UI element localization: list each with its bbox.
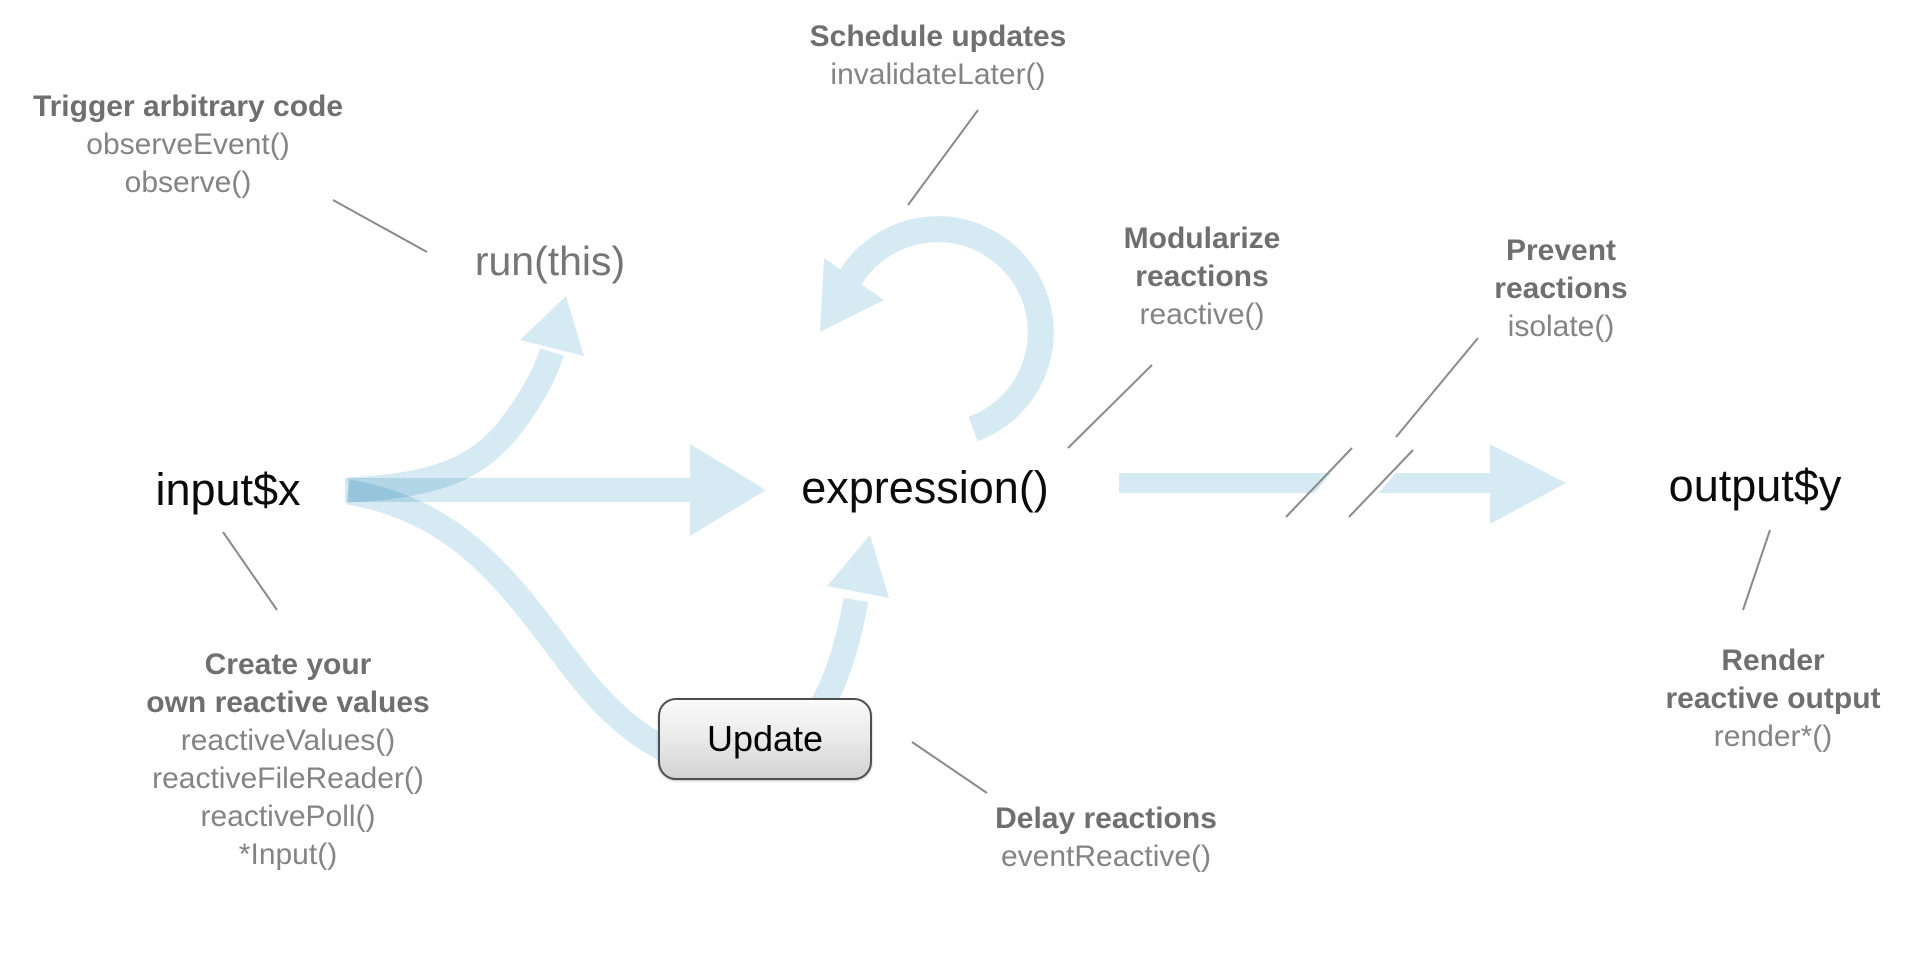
node-run-this: run(this): [474, 238, 626, 284]
annotation-schedule-updates: Schedule updates invalidateLater(): [810, 18, 1067, 94]
annotation-title: Modularize: [1123, 222, 1281, 255]
annotation-delay-reactions: Delay reactions eventReactive(): [995, 800, 1217, 876]
function-name: observeEvent(): [86, 128, 290, 161]
annotation-create-reactive-values: Create your own reactive values reactive…: [146, 646, 429, 874]
leader-output-to-render: [1742, 529, 1771, 611]
annotation-prevent-reactions: Prevent reactions isolate(): [1494, 232, 1627, 346]
leader-invalidatelater-to-loop: [907, 109, 979, 206]
annotation-title: Trigger arbitrary code: [32, 90, 344, 123]
leader-update-to-delay: [911, 741, 988, 794]
loop-arrow: [837, 216, 1054, 442]
arrow-input-to-expression: [345, 444, 766, 536]
break-slash-1: [1285, 447, 1353, 518]
arrow-input-to-runthis: [347, 348, 564, 503]
function-name: reactivePoll(): [200, 800, 376, 833]
node-output: output$y: [1668, 460, 1842, 511]
annotation-title: Delay reactions: [995, 802, 1217, 835]
annotation-title: own reactive values: [146, 686, 430, 719]
leader-input-to-create: [222, 531, 278, 611]
function-name: reactiveFileReader(): [152, 762, 424, 795]
function-name: reactive(): [1139, 298, 1265, 331]
annotation-modularize-reactions: Modularize reactions reactive(): [1124, 220, 1281, 334]
arrowhead-update-to-expression: [827, 535, 889, 598]
annotation-title: Prevent: [1505, 234, 1617, 267]
function-name: invalidateLater(): [830, 58, 1046, 91]
update-button[interactable]: Update: [658, 698, 872, 780]
break-slash-2: [1348, 449, 1414, 518]
leader-observe-to-runthis: [332, 199, 428, 253]
function-name: *Input(): [238, 838, 338, 871]
annotation-title: Create your: [204, 648, 372, 681]
annotation-title: reactions: [1494, 272, 1628, 305]
annotation-title: Schedule updates: [809, 20, 1067, 53]
function-name: isolate(): [1507, 310, 1615, 343]
annotation-title: reactive output: [1665, 682, 1881, 715]
update-button-label: Update: [706, 718, 824, 759]
function-name: reactiveValues(): [180, 724, 396, 757]
leader-isolate-to-break: [1395, 337, 1479, 438]
function-name: render*(): [1713, 720, 1833, 753]
annotation-title: reactions: [1135, 260, 1269, 293]
node-expression: expression(): [801, 462, 1049, 513]
leader-reactive-to-expression: [1067, 364, 1153, 449]
loop-arrowhead: [820, 258, 884, 332]
function-name: observe(): [124, 166, 252, 199]
annotation-render-reactive-output: Render reactive output render*(): [1665, 642, 1880, 756]
annotation-title: Render: [1721, 644, 1825, 677]
function-name: eventReactive(): [1000, 840, 1212, 873]
annotation-trigger-arbitrary-code: Trigger arbitrary code observeEvent() ob…: [33, 88, 343, 202]
node-input: input$x: [155, 464, 301, 515]
arrowhead-runthis: [520, 296, 584, 356]
